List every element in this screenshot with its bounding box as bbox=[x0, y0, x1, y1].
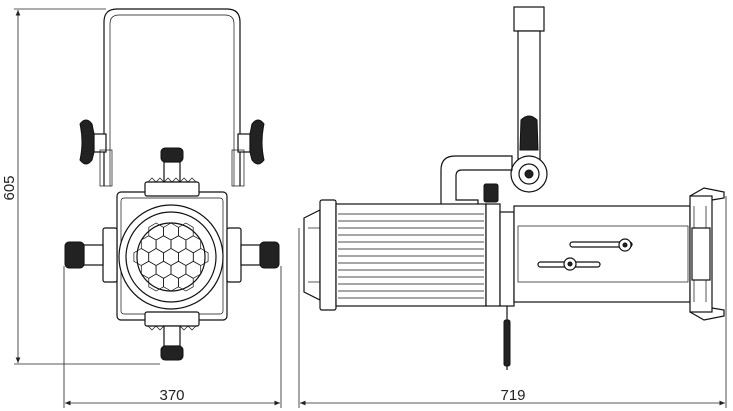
side-yoke-arm bbox=[510, 6, 548, 193]
front-width-dimension bbox=[63, 266, 282, 408]
lens-cell bbox=[178, 273, 194, 292]
side-length-dimension bbox=[298, 196, 727, 408]
lens-barrel bbox=[513, 205, 691, 303]
right-shutter-knob bbox=[226, 227, 280, 283]
side-length-label: 719 bbox=[500, 387, 525, 404]
front-width-label: 370 bbox=[159, 387, 184, 404]
hook-bracket bbox=[440, 155, 513, 249]
height-dimension-label: 605 bbox=[1, 175, 18, 200]
left-yoke-knob bbox=[79, 119, 113, 187]
height-dimension bbox=[14, 8, 160, 365]
right-yoke-knob bbox=[231, 119, 265, 187]
left-shutter-knob bbox=[64, 227, 118, 283]
yoke-bracket bbox=[103, 8, 241, 186]
bottom-shutter-knob bbox=[144, 311, 200, 361]
rear-cap bbox=[303, 199, 337, 311]
side-view bbox=[303, 6, 725, 370]
front-lens-holder bbox=[689, 187, 725, 321]
front-view bbox=[64, 8, 280, 361]
top-shutter-knob bbox=[144, 147, 200, 197]
front-lens bbox=[118, 204, 224, 310]
